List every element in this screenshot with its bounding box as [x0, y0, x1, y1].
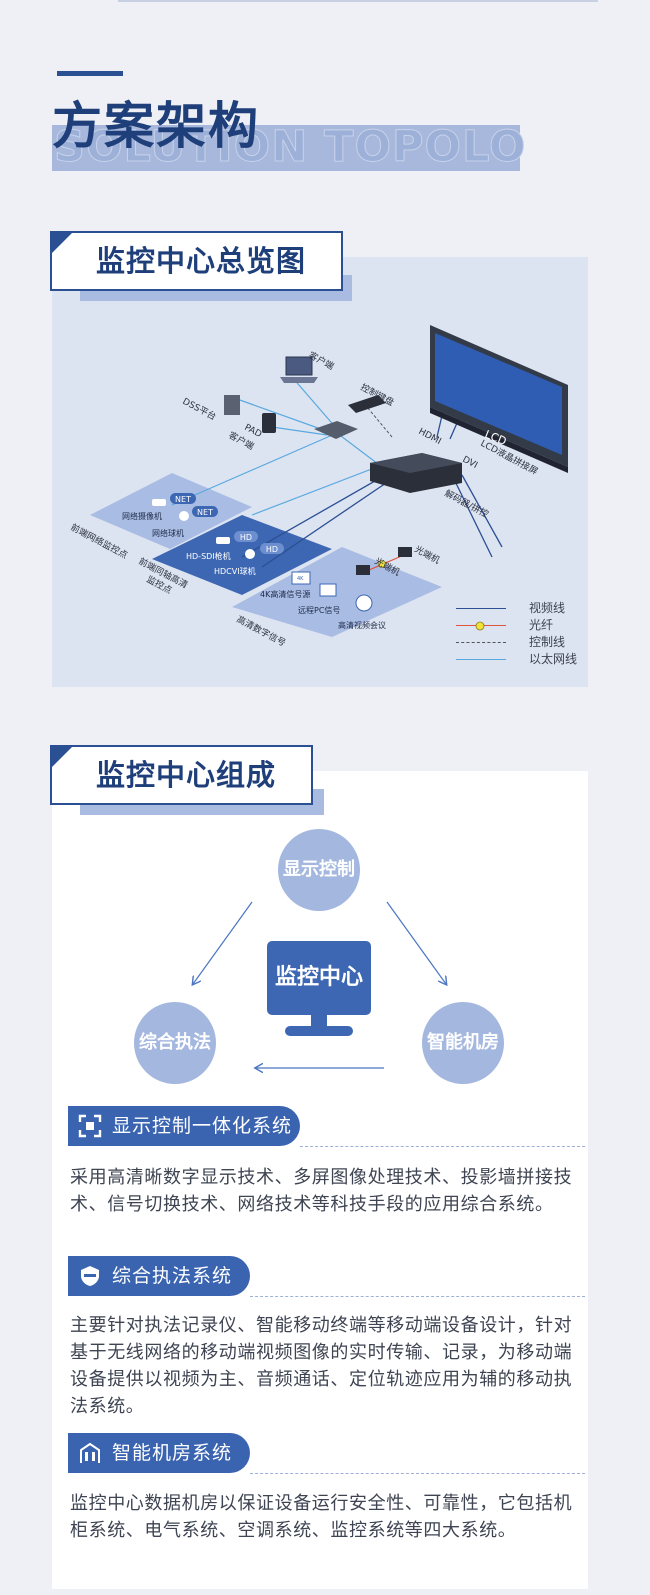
dashed-divider — [300, 1146, 585, 1147]
center-label: 监控中心 — [267, 941, 371, 1015]
pad-icon — [262, 413, 276, 433]
label-4k-source: 4K高清信号源 — [260, 589, 310, 599]
title-watermark: SOLUTION TOPOLOGY — [54, 122, 524, 172]
overview-heading-text: 监控中心总览图 — [96, 244, 307, 278]
section-machine-room-system: 智能机房系统 — [68, 1433, 250, 1473]
topology-diagram: NET NET HD HD LCD 客户端 控制键盘 DSS平台 PAD 客户端… — [69, 325, 568, 649]
keyboard-icon — [348, 395, 386, 413]
title-background — [52, 125, 520, 171]
legend-video: 视频线 — [456, 600, 576, 617]
label-optical-1: 光端机 — [413, 543, 442, 566]
badge-net-1: NET — [175, 495, 191, 504]
section-machine-room-title: 智能机房系统 — [112, 1442, 233, 1464]
badge-net-2: NET — [197, 508, 213, 517]
section-enforcement-title: 综合执法系统 — [112, 1265, 233, 1287]
label-decoder: 解码器/拼控 — [443, 487, 491, 520]
topology-legend: 视频线 光纤 控制线 以太网线 — [456, 600, 577, 668]
label-remote-pc: 远程PC信号 — [298, 605, 340, 615]
label-dss: DSS平台 — [181, 395, 219, 423]
label-hd-conference: 高清视频会议 — [338, 620, 386, 630]
title-accent-bar — [57, 71, 123, 76]
network-switch — [314, 421, 358, 439]
label-dvi: DVI — [461, 455, 479, 471]
node-display-control: 显示控制 — [278, 829, 360, 911]
laptop-icon — [285, 356, 313, 376]
label-hdsdi: HD-SDI枪机 — [186, 551, 231, 561]
node-machine-room: 智能机房 — [422, 1002, 504, 1084]
node-enforcement: 综合执法 — [134, 1002, 216, 1084]
dashed-divider — [250, 1473, 585, 1474]
label-network-dome: 网络球机 — [152, 528, 184, 538]
label-network-camera: 网络摄像机 — [122, 511, 162, 521]
zone-digital — [232, 547, 442, 637]
server-icon — [224, 395, 240, 415]
section-enforcement-body: 主要针对执法记录仪、智能移动终端等移动端设备设计，针对基于无线网络的移动端视频图… — [70, 1315, 573, 1417]
heading-corner-mark — [51, 232, 73, 254]
building-icon — [80, 1442, 100, 1463]
composition-heading-text: 监控中心组成 — [96, 758, 277, 792]
section-machine-room-body: 监控中心数据机房以保证设备运行安全性、可靠性，它包括机柜系统、电气系统、空调系统… — [70, 1493, 573, 1541]
section-display-title: 显示控制一体化系统 — [112, 1115, 293, 1137]
label-hdcvi: HDCVI球机 — [214, 566, 256, 576]
section-enforcement-system: 综合执法系统 — [68, 1256, 250, 1296]
label-small-4k: 4K — [297, 576, 304, 582]
monitor-center: 监控中心 — [267, 941, 371, 1041]
legend-fiber: 光纤 — [456, 617, 576, 634]
top-divider — [118, 0, 598, 2]
badge-hd-2: HD — [266, 545, 278, 554]
zone-coax — [152, 515, 332, 595]
section-display-system: 显示控制一体化系统 — [68, 1106, 300, 1146]
focus-frame-icon — [78, 1114, 102, 1138]
legend-ethernet: 以太网线 — [456, 651, 577, 668]
page-title: 方案架构 — [52, 97, 260, 155]
legend-control: 控制线 — [456, 634, 576, 651]
shield-badge-icon — [81, 1266, 99, 1286]
zone-ip — [90, 473, 252, 549]
section-display-body: 采用高清晰数字显示技术、多屏图像处理技术、投影墙拼接技术、信号切换技术、网络技术… — [70, 1167, 573, 1215]
heading-corner-mark — [51, 746, 73, 768]
dashed-divider — [250, 1296, 585, 1297]
badge-hd-1: HD — [240, 533, 252, 542]
composition-arrows — [0, 901, 650, 1080]
lcd-screen — [435, 333, 562, 455]
